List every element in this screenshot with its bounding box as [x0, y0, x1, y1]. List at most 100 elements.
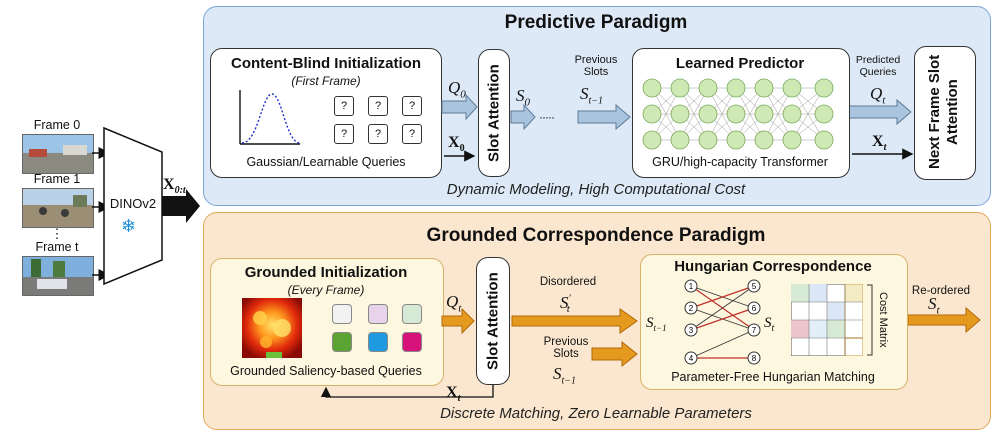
grounded-init-subtitle: (Every Frame): [287, 283, 365, 297]
nn-edge: [735, 87, 765, 141]
nn-node: [782, 78, 802, 98]
frame-0-label: Frame 0: [33, 118, 81, 132]
grounded-queries-grid: [332, 304, 442, 358]
content-blind-caption: Gaussian/Learnable Queries: [246, 155, 406, 169]
cost-matrix-label: Cost Matrix: [877, 292, 889, 348]
nn-node: [698, 78, 718, 98]
dinov2-label: DINOv2: [109, 196, 157, 211]
ellipsis: ·····: [539, 110, 555, 124]
encoder-output-label: X0:t: [163, 176, 186, 197]
nn-node: [782, 130, 802, 150]
x0-label: X0: [448, 134, 465, 155]
query-slot: ?: [334, 96, 354, 116]
nn-node: [698, 104, 718, 124]
learnable-queries-grid: ? ? ? ? ? ?: [330, 94, 442, 150]
nn-node: [754, 104, 774, 124]
st-1-label-bottom: St−1: [553, 364, 577, 387]
frame-1-label: Frame 1: [33, 172, 81, 186]
st-1-label-top: St−1: [580, 84, 604, 107]
frames-ellipsis: ⋮: [50, 226, 64, 241]
disordered-label: Disordered: [539, 276, 597, 288]
nn-node: [726, 78, 746, 98]
xt-label-top: Xt: [872, 133, 887, 154]
cost-matrix-grid: [791, 284, 863, 356]
query-slot: ?: [402, 124, 422, 144]
node-label: 4: [689, 354, 694, 363]
st-prime-label: S′t: [560, 293, 571, 316]
saliency-map-image: [242, 298, 302, 358]
nn-node: [726, 104, 746, 124]
snowflake-icon: ❄: [121, 216, 137, 236]
nn-node: [670, 130, 690, 150]
query-slot: ?: [334, 124, 354, 144]
hungarian-caption: Parameter-Free Hungarian Matching: [671, 370, 875, 384]
query-slot: ?: [368, 96, 388, 116]
nn-edge: [707, 87, 737, 141]
s0-label: S0: [516, 86, 530, 109]
nn-node: [814, 130, 834, 150]
grounded-query-slot: [368, 332, 388, 352]
learned-predictor-title: Learned Predictor: [675, 55, 805, 72]
nn-node: [642, 104, 662, 124]
nn-node: [642, 130, 662, 150]
frame-1-image: [22, 188, 94, 228]
nn-node: [814, 78, 834, 98]
hungarian-title: Hungarian Correspondence: [674, 258, 872, 275]
nn-node: [754, 130, 774, 150]
previous-slots-label-top: Previous Slots: [574, 54, 618, 78]
frame-t-label: Frame t: [35, 240, 79, 254]
frame-t-image: [22, 256, 94, 296]
content-blind-subtitle: (First Frame): [291, 74, 361, 88]
nn-edge: [763, 87, 793, 141]
nn-edge: [679, 87, 709, 141]
nn-node: [642, 78, 662, 98]
grounded-query-slot: [332, 304, 352, 324]
matching-left-set-label: St−1: [646, 315, 667, 333]
predictive-footer: Dynamic Modeling, High Computational Cos…: [446, 181, 746, 198]
grounded-query-slot: [402, 304, 422, 324]
gaussian-curve-icon: [239, 90, 301, 145]
qt-label-bottom: Qt: [446, 292, 462, 315]
grounded-query-slot: [332, 332, 352, 352]
grounded-init-title: Grounded Initialization: [244, 264, 408, 281]
reordered-label: Re-ordered: [911, 285, 971, 297]
q0-label: Q0: [448, 78, 466, 101]
learned-predictor-caption: GRU/high-capacity Transformer: [652, 155, 828, 169]
xt-label-bottom: Xt: [446, 384, 461, 405]
nn-node: [814, 104, 834, 124]
st-output-label: St: [928, 294, 940, 317]
nn-node: [670, 104, 690, 124]
query-slot: ?: [402, 96, 422, 116]
dinov2-encoder-shape: [103, 126, 163, 286]
nn-node: [782, 104, 802, 124]
previous-slots-label-bottom: Previous Slots: [543, 336, 589, 360]
bipartite-graph: 1 2 3 4 5 6 7 8: [684, 279, 761, 365]
next-frame-slot-attention-block: [914, 46, 976, 180]
cost-matrix-bracket: [867, 284, 873, 356]
query-slot: ?: [368, 124, 388, 144]
qt-label-top: Qt: [870, 84, 886, 107]
node-label: 8: [752, 354, 757, 363]
predicted-queries-label: Predicted Queries: [855, 54, 901, 78]
neural-network-icon: [642, 78, 834, 150]
slot-attention-block-bottom: Slot Attention: [476, 257, 510, 385]
grounded-query-slot: [368, 304, 388, 324]
node-label: 3: [689, 326, 694, 335]
node-label: 6: [752, 304, 757, 313]
nn-edge: [651, 87, 681, 141]
nn-edge: [791, 87, 825, 141]
grounded-footer: Discrete Matching, Zero Learnable Parame…: [440, 405, 752, 422]
nn-node: [670, 78, 690, 98]
node-label: 7: [752, 326, 757, 335]
grounded-title: Grounded Correspondence Paradigm: [426, 225, 766, 246]
matching-right-set-label: St: [764, 315, 775, 334]
hungarian-correspondence-box: [640, 254, 908, 390]
content-blind-title: Content-Blind Initialization: [231, 55, 421, 72]
nn-node: [726, 130, 746, 150]
nn-node: [754, 78, 774, 98]
grounded-query-slot: [402, 332, 422, 352]
node-label: 2: [689, 304, 694, 313]
